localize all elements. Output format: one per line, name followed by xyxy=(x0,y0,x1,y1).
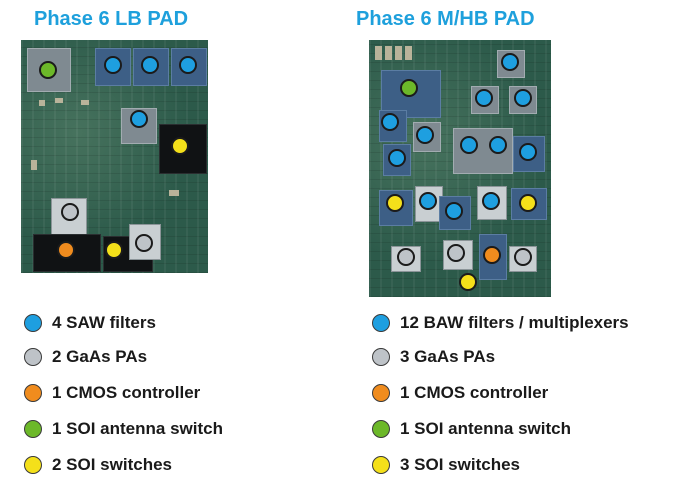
soi-switch-marker xyxy=(171,137,189,155)
gaas-pa-marker xyxy=(447,244,465,262)
saw-filter-marker xyxy=(141,56,159,74)
passive-component xyxy=(39,100,45,106)
legend-label: 1 SOI antenna switch xyxy=(400,419,571,438)
gaas-pa-marker xyxy=(61,203,79,221)
antenna-switch-die xyxy=(27,48,71,92)
passive-component xyxy=(405,46,412,60)
legend-color-swatch xyxy=(24,384,42,402)
legend-color-swatch xyxy=(372,456,390,474)
baw-filter-die xyxy=(439,196,471,230)
passive-component xyxy=(375,46,382,60)
legend-label: 12 BAW filters / multiplexers xyxy=(400,313,629,332)
gaas-pa-marker xyxy=(135,234,153,252)
saw-filter-marker xyxy=(130,110,148,128)
legend-label: 1 CMOS controller xyxy=(52,383,201,402)
baw-filter-marker xyxy=(419,192,437,210)
legend-color-swatch xyxy=(24,420,42,438)
baw-filter-marker xyxy=(460,136,478,154)
baw-filter-marker xyxy=(445,202,463,220)
legend-label: 1 SOI antenna switch xyxy=(52,419,223,438)
left-module-title: Phase 6 LB PAD xyxy=(34,8,189,30)
baw-filter-marker xyxy=(416,126,434,144)
mhb-pad-board-photo xyxy=(369,40,551,297)
legend-color-swatch xyxy=(372,420,390,438)
passive-component xyxy=(385,46,392,60)
cmos-controller-marker xyxy=(483,246,501,264)
legend-color-swatch xyxy=(24,456,42,474)
legend-color-swatch xyxy=(24,348,42,366)
baw-filter-marker xyxy=(381,113,399,131)
passive-component xyxy=(55,98,63,103)
baw-filter-marker xyxy=(514,89,532,107)
baw-filter-marker xyxy=(475,89,493,107)
legend-label: 4 SAW filters xyxy=(52,313,156,332)
lb-pad-board-photo xyxy=(21,40,208,273)
legend-color-swatch xyxy=(372,348,390,366)
gaas-pa-marker xyxy=(514,248,532,266)
baw-filter-marker xyxy=(501,53,519,71)
legend-label: 1 CMOS controller xyxy=(400,383,549,402)
legend-label: 3 SOI switches xyxy=(400,455,520,474)
soi-antenna-switch-marker xyxy=(39,61,57,79)
soi-antenna-switch-marker xyxy=(400,79,418,97)
soi-switch-marker xyxy=(459,273,477,291)
baw-filter-marker xyxy=(519,143,537,161)
passive-component xyxy=(81,100,89,105)
legend-color-swatch xyxy=(372,314,390,332)
legend-label: 3 GaAs PAs xyxy=(400,347,496,366)
right-module-title: Phase 6 M/HB PAD xyxy=(356,8,535,30)
gaas-pa-marker xyxy=(397,248,415,266)
soi-switch-marker xyxy=(105,241,123,259)
passive-component xyxy=(395,46,402,60)
legend-label: 2 GaAs PAs xyxy=(52,347,148,366)
saw-filter-marker xyxy=(179,56,197,74)
saw-filter-marker xyxy=(104,56,122,74)
passive-component xyxy=(31,160,37,170)
soi-switch-marker xyxy=(519,194,537,212)
mhb-pad-legend: 12 BAW filters / multiplexers 3 GaAs PAs… xyxy=(372,312,672,482)
cmos-controller-die xyxy=(33,234,101,272)
legend-color-swatch xyxy=(24,314,42,332)
baw-filter-marker xyxy=(489,136,507,154)
baw-filter-marker xyxy=(482,192,500,210)
soi-switch-marker xyxy=(386,194,404,212)
legend-color-swatch xyxy=(372,384,390,402)
cmos-controller-marker xyxy=(57,241,75,259)
lb-pad-legend: 4 SAW filters 2 GaAs PAs 1 CMOS controll… xyxy=(24,312,284,482)
passive-component xyxy=(169,190,179,196)
baw-filter-marker xyxy=(388,149,406,167)
legend-label: 2 SOI switches xyxy=(52,455,172,474)
